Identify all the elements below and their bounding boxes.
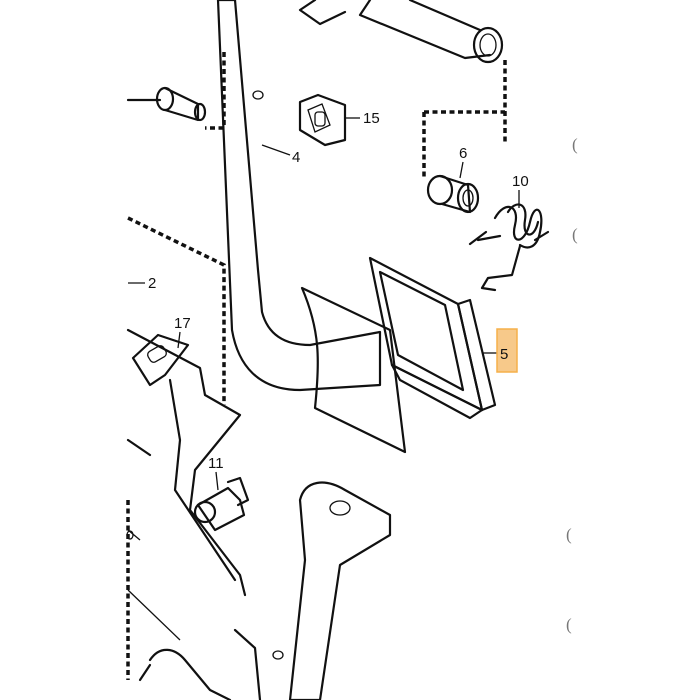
callout-11: 11 [208, 455, 224, 472]
pedal-pad [368, 256, 497, 420]
edge-mark: ( [572, 225, 578, 244]
left-bracket-dashed [205, 52, 226, 130]
bushing-leader-dashed [422, 110, 505, 178]
callout-2: 2 [148, 275, 156, 292]
leader-4 [261, 144, 291, 156]
lower-frame [126, 328, 247, 641]
pin-part [126, 86, 207, 122]
lower-bracket [138, 481, 392, 700]
pedal-plate [300, 286, 407, 454]
callout-17: 17 [174, 315, 191, 332]
leader-17 [177, 331, 181, 349]
edge-mark: ( [566, 525, 572, 544]
edge-mark: ( [566, 615, 572, 634]
pedal-leader-dashed [127, 216, 226, 405]
highlight-box-5 [496, 328, 518, 373]
spring-bracket-part [131, 333, 190, 387]
pivot-shaft [298, 0, 504, 64]
pedal-arm [216, 0, 382, 392]
edge-mark: ( [572, 135, 578, 154]
leader-6 [459, 161, 464, 179]
clip-part [298, 93, 347, 147]
return-spring [468, 203, 550, 292]
callout-15: 15 [363, 110, 380, 127]
leader-11 [215, 471, 219, 491]
callout-6: 6 [459, 145, 467, 162]
callout-5: 5 [500, 346, 508, 363]
bushing-part [426, 174, 480, 214]
callout-4: 4 [292, 149, 300, 166]
callout-10: 10 [512, 173, 529, 190]
adjuster-part [193, 476, 250, 532]
